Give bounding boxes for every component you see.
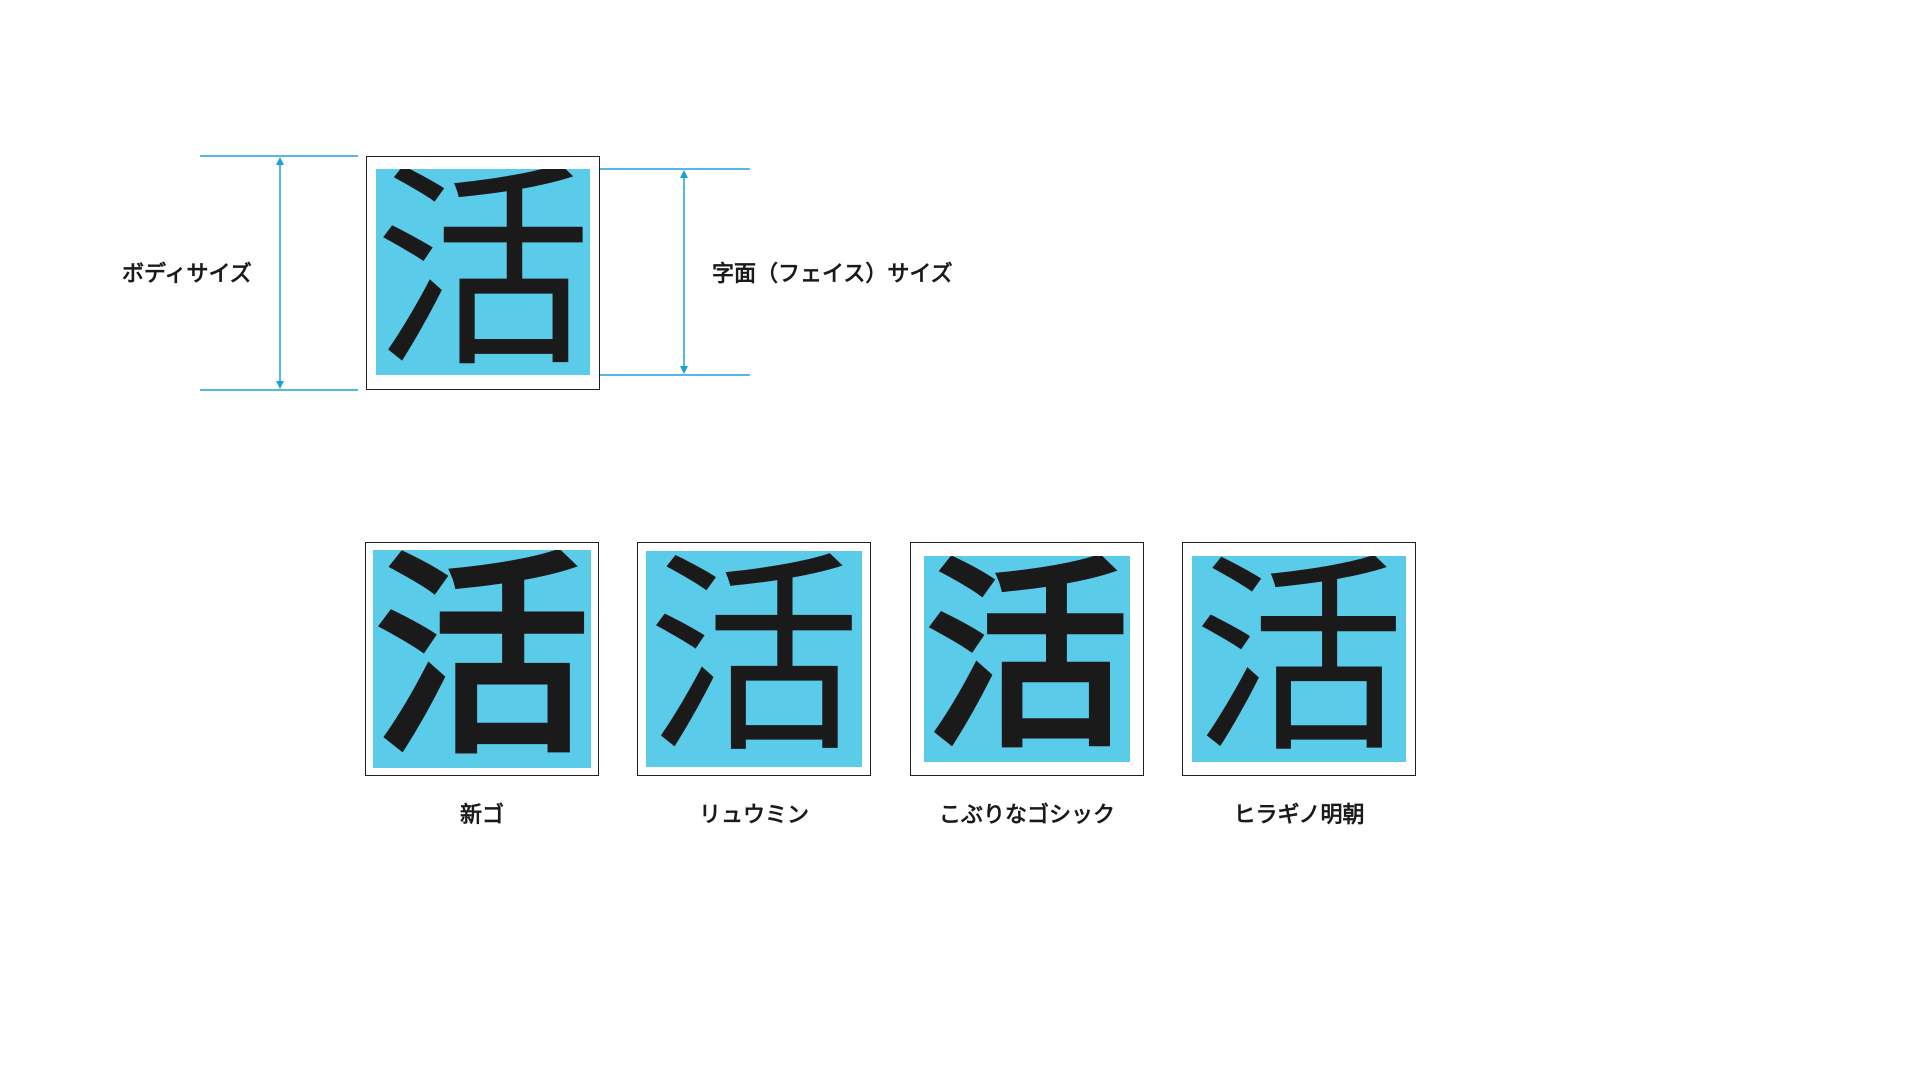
sample-caption-koburina: こぶりなゴシック bbox=[938, 803, 1115, 828]
sample-glyph-hiragino-mincho: 活 bbox=[1193, 556, 1405, 762]
sample-glyph-koburina: 活 bbox=[925, 556, 1129, 762]
body-size-label: ボディサイズ bbox=[122, 262, 252, 287]
diagram-glyph: 活 bbox=[376, 169, 590, 375]
sample-glyph-shingo: 活 bbox=[373, 550, 590, 768]
sample-caption-hiragino-mincho: ヒラギノ明朝 bbox=[1233, 803, 1365, 828]
sample-face-ryumin: 活 bbox=[646, 551, 862, 767]
sample-face-shingo: 活 bbox=[373, 550, 591, 768]
sample-face-koburina: 活 bbox=[924, 556, 1130, 762]
sample-glyph-ryumin: 活 bbox=[647, 551, 861, 767]
sample-caption-ryumin: リュウミン bbox=[698, 803, 809, 828]
face-size-area: 活 bbox=[376, 169, 590, 375]
sample-face-hiragino-mincho: 活 bbox=[1192, 556, 1406, 762]
sample-caption-shingo: 新ゴ bbox=[459, 803, 504, 828]
face-size-label: 字面（フェイス）サイズ bbox=[712, 262, 953, 287]
